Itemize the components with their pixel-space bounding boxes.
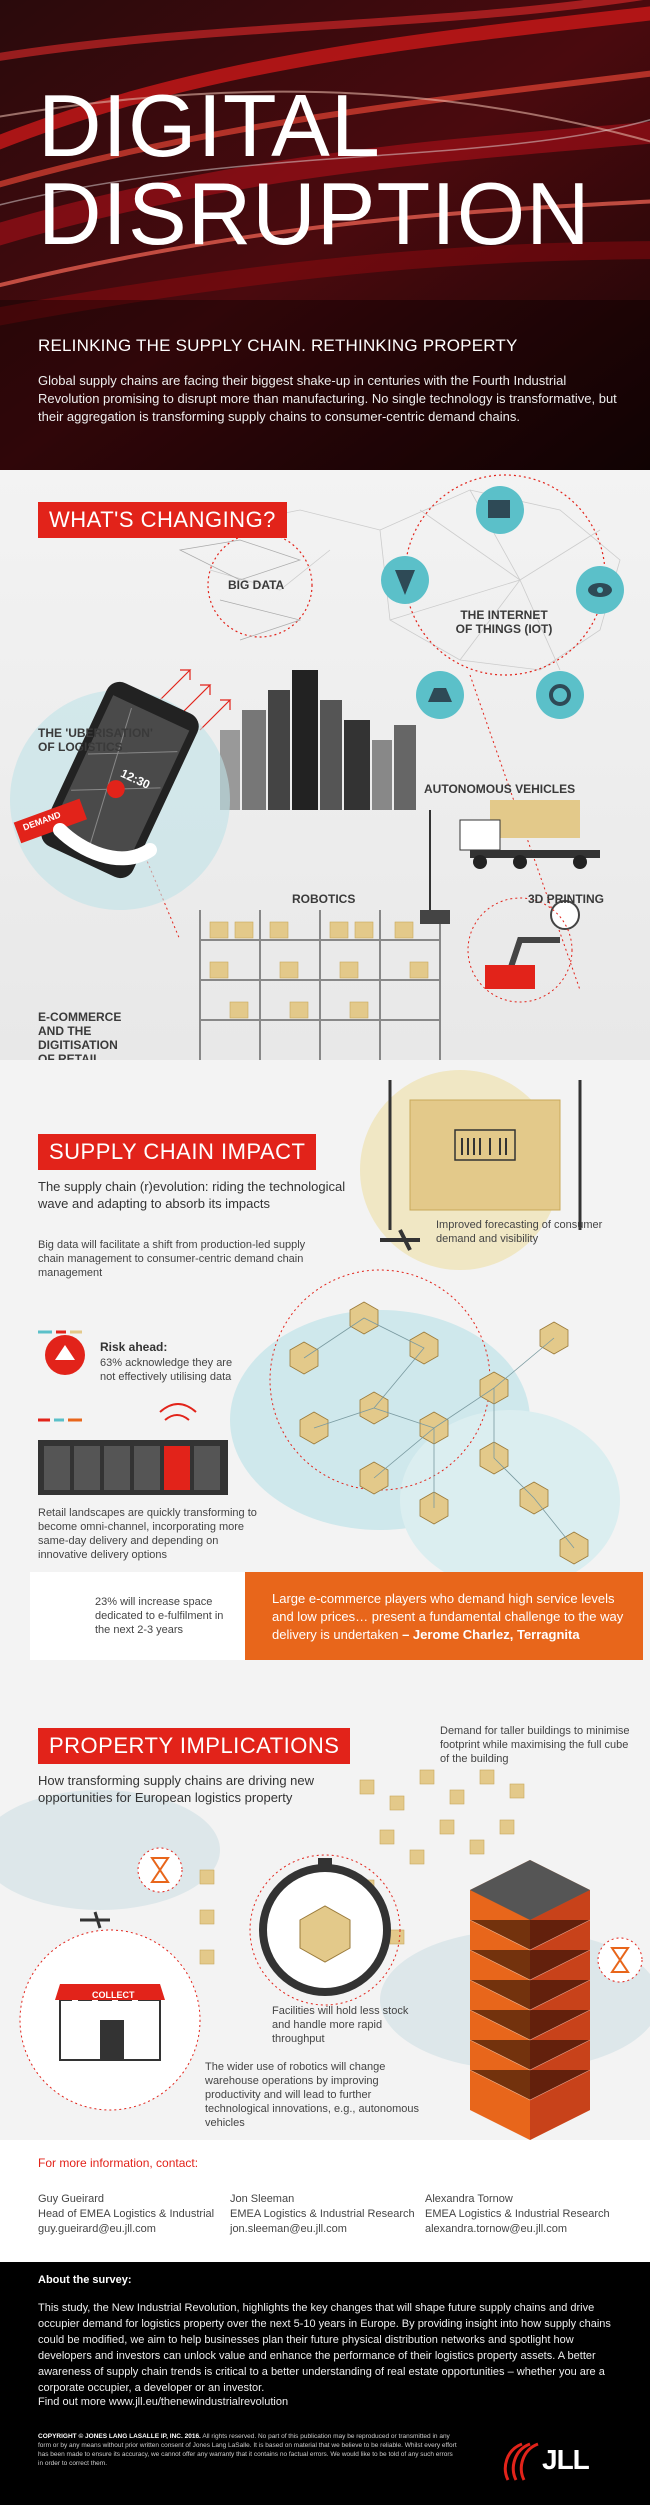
- copyright-label: COPYRIGHT © JONES LANG LASALLE IP, INC. …: [38, 2433, 201, 2440]
- property-illustration: [0, 1769, 650, 2140]
- facilities-text: Facilities will hold less stock and hand…: [272, 2005, 409, 2045]
- contact-name: Jon Sleeman: [230, 2193, 295, 2205]
- whats-changing-illustration: [10, 474, 624, 1060]
- big-data-text: Big data will facilitate a shift from pr…: [38, 1239, 306, 1279]
- survey-heading: About the survey:: [38, 2274, 132, 2286]
- taller-buildings-text: Demand for taller buildings to minimise …: [440, 1725, 630, 1765]
- jll-logo-icon: [503, 2442, 539, 2481]
- jll-logo-text: JLL: [542, 2444, 590, 2475]
- quote-text: Large e-commerce players who demand high…: [272, 1590, 632, 1644]
- autonomous-vehicles-label: AUTONOMOUS VEHICLES: [424, 782, 576, 796]
- autonomous-truck: [459, 800, 600, 869]
- iot-label-line-2: OF THINGS (IOT): [455, 622, 553, 636]
- ecommerce-label-line-4: OF RETAIL: [38, 1052, 101, 1060]
- survey-body: This study, the New Industrial Revolutio…: [38, 2302, 611, 2394]
- ecommerce-label-line-2: AND THE: [38, 1024, 92, 1038]
- whats-changing-label: WHAT'S CHANGING?: [38, 502, 287, 538]
- hero-section: DIGITAL DISRUPTION RELINKING THE SUPPLY …: [0, 0, 650, 470]
- uberisation-label: THE 'UBERISATION' OF LOGISTICS: [38, 726, 153, 754]
- contact-card: Jon Sleeman EMEA Logistics & Industrial …: [230, 2192, 415, 2237]
- space-text: 23% will increase space dedicated to e-f…: [95, 1596, 224, 1636]
- contact-role: EMEA Logistics & Industrial Research: [425, 2208, 610, 2220]
- light-streaks-background: [0, 0, 650, 470]
- quote-author: – Jerome Charlez, Terragnita: [402, 1627, 580, 1642]
- 3d-printer-arm: [467, 897, 580, 1003]
- parcel-lockers: [38, 1440, 228, 1495]
- contact-card: Alexandra Tornow EMEA Logistics & Indust…: [425, 2192, 610, 2237]
- intro-paragraph: Global supply chains are facing their bi…: [38, 373, 617, 424]
- iot-label: THE INTERNET OF THINGS (IOT): [444, 608, 564, 636]
- quote-box: [245, 1572, 643, 1660]
- ecommerce-label-line-1: E-COMMERCE: [38, 1010, 122, 1024]
- warehouse-racking: [199, 910, 441, 1060]
- contact-email[interactable]: jon.sleeman@eu.jll.com: [230, 2223, 347, 2235]
- quote-body: Large e-commerce players who demand high…: [272, 1591, 624, 1642]
- contact-email[interactable]: guy.gueirard@eu.jll.com: [38, 2223, 156, 2235]
- survey-link[interactable]: Find out more www.jll.eu/thenewindustria…: [38, 2396, 289, 2408]
- uberisation-label-line-2: OF LOGISTICS: [38, 740, 123, 754]
- supply-chain-impact-label: SUPPLY CHAIN IMPACT: [38, 1134, 317, 1170]
- copyright-text: All rights reserved. No part of this pub…: [38, 2433, 457, 2467]
- uberisation-label-line-1: THE 'UBERISATION': [38, 726, 153, 740]
- title-line-2: DISRUPTION: [38, 164, 591, 263]
- space-stat-box: [30, 1572, 245, 1660]
- main-title: DIGITAL DISRUPTION: [38, 82, 591, 258]
- contacts-section: For more information, contact: Guy Gueir…: [0, 2140, 650, 2260]
- ecommerce-label: E-COMMERCE AND THE DIGITISATION OF RETAI…: [38, 1010, 121, 1060]
- collect-sign: COLLECT: [92, 1990, 135, 2000]
- forecasting-text: Improved forecasting of consumer demand …: [436, 1219, 603, 1245]
- title-line-1: DIGITAL: [38, 76, 381, 175]
- whats-changing-section: WHAT'S CHANGING? BIG DATA THE INTERNET O…: [0, 470, 650, 1060]
- property-implications-label: PROPERTY IMPLICATIONS: [38, 1728, 351, 1764]
- ecommerce-label-line-3: DIGITISATION: [38, 1038, 118, 1052]
- contact-name: Alexandra Tornow: [425, 2193, 513, 2205]
- property-lead: How transforming supply chains are drivi…: [38, 1773, 315, 1805]
- robotics-label: ROBOTICS: [292, 892, 356, 906]
- risk-text: 63% acknowledge they are not effectively…: [100, 1357, 233, 1383]
- supply-chain-lead: The supply chain (r)evolution: riding th…: [38, 1179, 346, 1211]
- supply-chain-impact-section: SUPPLY CHAIN IMPACT The supply chain (r)…: [0, 1060, 650, 1700]
- city-skyline: [220, 670, 416, 810]
- retail-text: Retail landscapes are quickly transformi…: [38, 1507, 257, 1561]
- smartphone-illustration: [10, 681, 230, 910]
- survey-section: About the survey: This study, the New In…: [0, 2262, 650, 2505]
- contact-role: EMEA Logistics & Industrial Research: [230, 2208, 415, 2220]
- big-data-graphic: [178, 539, 302, 641]
- contact-email[interactable]: alexandra.tornow@eu.jll.com: [425, 2223, 568, 2235]
- subtitle: RELINKING THE SUPPLY CHAIN. RETHINKING P…: [38, 336, 518, 355]
- contact-name: Guy Gueirard: [38, 2193, 105, 2205]
- iot-label-line-1: THE INTERNET: [460, 608, 548, 622]
- iot-icons: [381, 486, 624, 719]
- property-implications-section: PROPERTY IMPLICATIONS How transforming s…: [0, 1700, 650, 2140]
- risk-title: Risk ahead:: [100, 1340, 168, 1354]
- contacts-heading: For more information, contact:: [38, 2156, 199, 2170]
- copyright-notice: COPYRIGHT © JONES LANG LASALLE IP, INC. …: [38, 2432, 458, 2468]
- robotics-text: The wider use of robotics will change wa…: [205, 2061, 420, 2129]
- supply-chain-illustration: [38, 1070, 620, 1635]
- contact-role: Head of EMEA Logistics & Industrial: [38, 2208, 215, 2220]
- big-data-label: BIG DATA: [228, 578, 285, 592]
- contact-card: Guy Gueirard Head of EMEA Logistics & In…: [38, 2192, 214, 2237]
- 3d-printing-label: 3D PRINTING: [528, 892, 605, 906]
